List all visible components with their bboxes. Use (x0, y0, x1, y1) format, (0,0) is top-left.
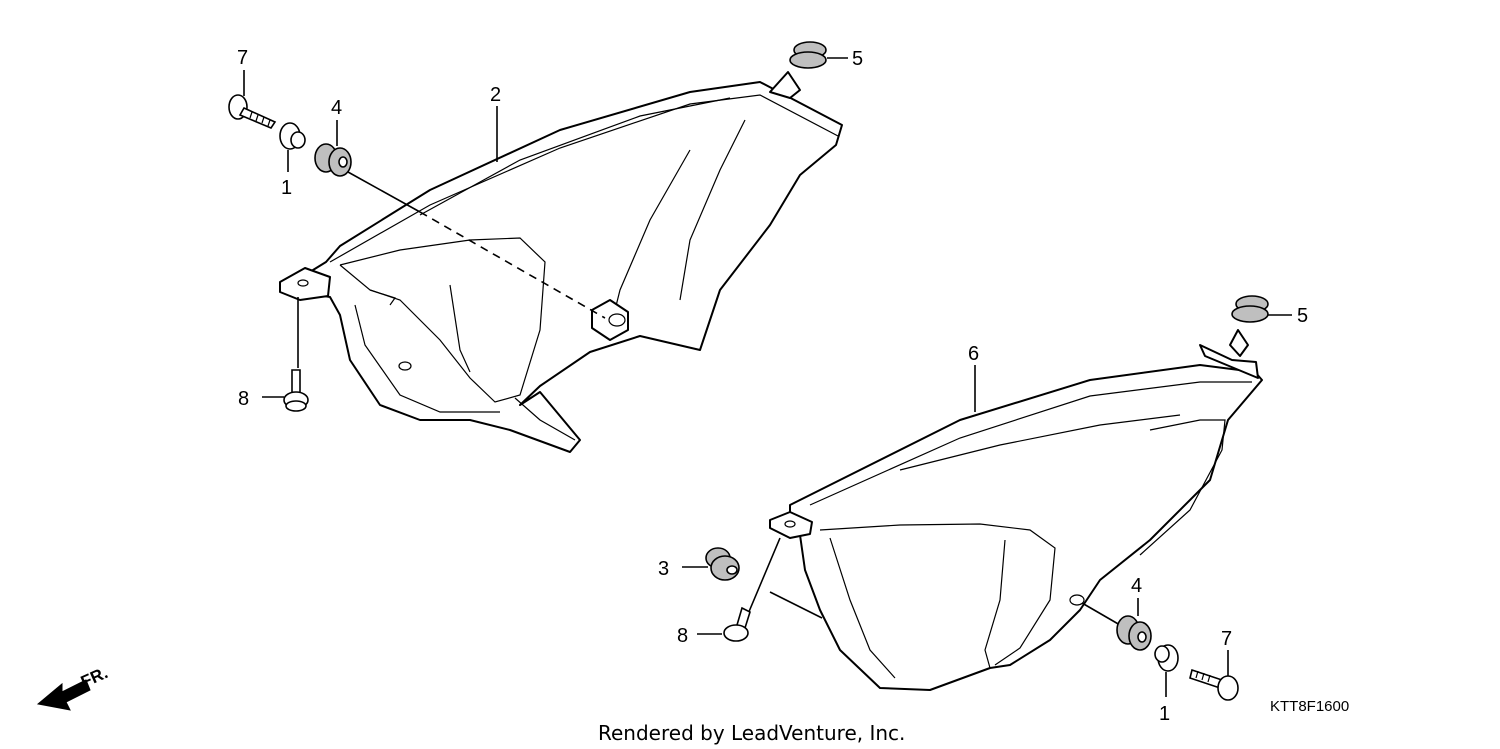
grommet-5-right (1231, 295, 1269, 323)
callout-7-right: 7 (1221, 628, 1232, 650)
callout-8-left: 8 (238, 388, 249, 410)
screw-8-right (723, 606, 751, 642)
bolt-7-right (1189, 668, 1239, 701)
credit-text: Rendered by LeadVenture, Inc. (598, 721, 905, 745)
callout-2: 2 (490, 84, 501, 106)
leader-lines (243, 57, 1292, 697)
part-code: KTT8F1600 (1270, 698, 1349, 715)
callout-5-right: 5 (1297, 305, 1308, 327)
collar-1-left (279, 122, 306, 150)
bolt-7-left (228, 94, 277, 129)
callout-6: 6 (968, 343, 979, 365)
callout-7-left: 7 (237, 47, 248, 69)
callout-4-right: 4 (1131, 575, 1142, 597)
assembly-line-collar (1081, 602, 1121, 626)
callout-8-right: 8 (677, 625, 688, 647)
assembly-line-screw (747, 537, 781, 615)
side-cover-right (769, 329, 1263, 691)
arrow-icon (36, 679, 91, 711)
screw-8-left (283, 369, 309, 412)
assembly-line-grommet (347, 171, 421, 213)
collar-1-right (1154, 644, 1179, 672)
side-cover-left (279, 71, 843, 453)
callout-3: 3 (658, 558, 669, 580)
grommet-5-top (789, 41, 827, 69)
callout-4-left: 4 (331, 97, 342, 119)
callout-5-top: 5 (852, 48, 863, 70)
grommet-3 (705, 547, 740, 581)
grommet-4-left (314, 143, 352, 177)
front-direction-arrow: FR. (36, 663, 111, 711)
direction-label: FR. (78, 663, 111, 691)
assembly-line-grommet-right (769, 591, 823, 619)
grommet-4-right (1116, 615, 1152, 651)
callout-1-right: 1 (1159, 703, 1170, 725)
assembly-line-dashed (419, 211, 606, 319)
callout-1-left: 1 (281, 177, 292, 199)
